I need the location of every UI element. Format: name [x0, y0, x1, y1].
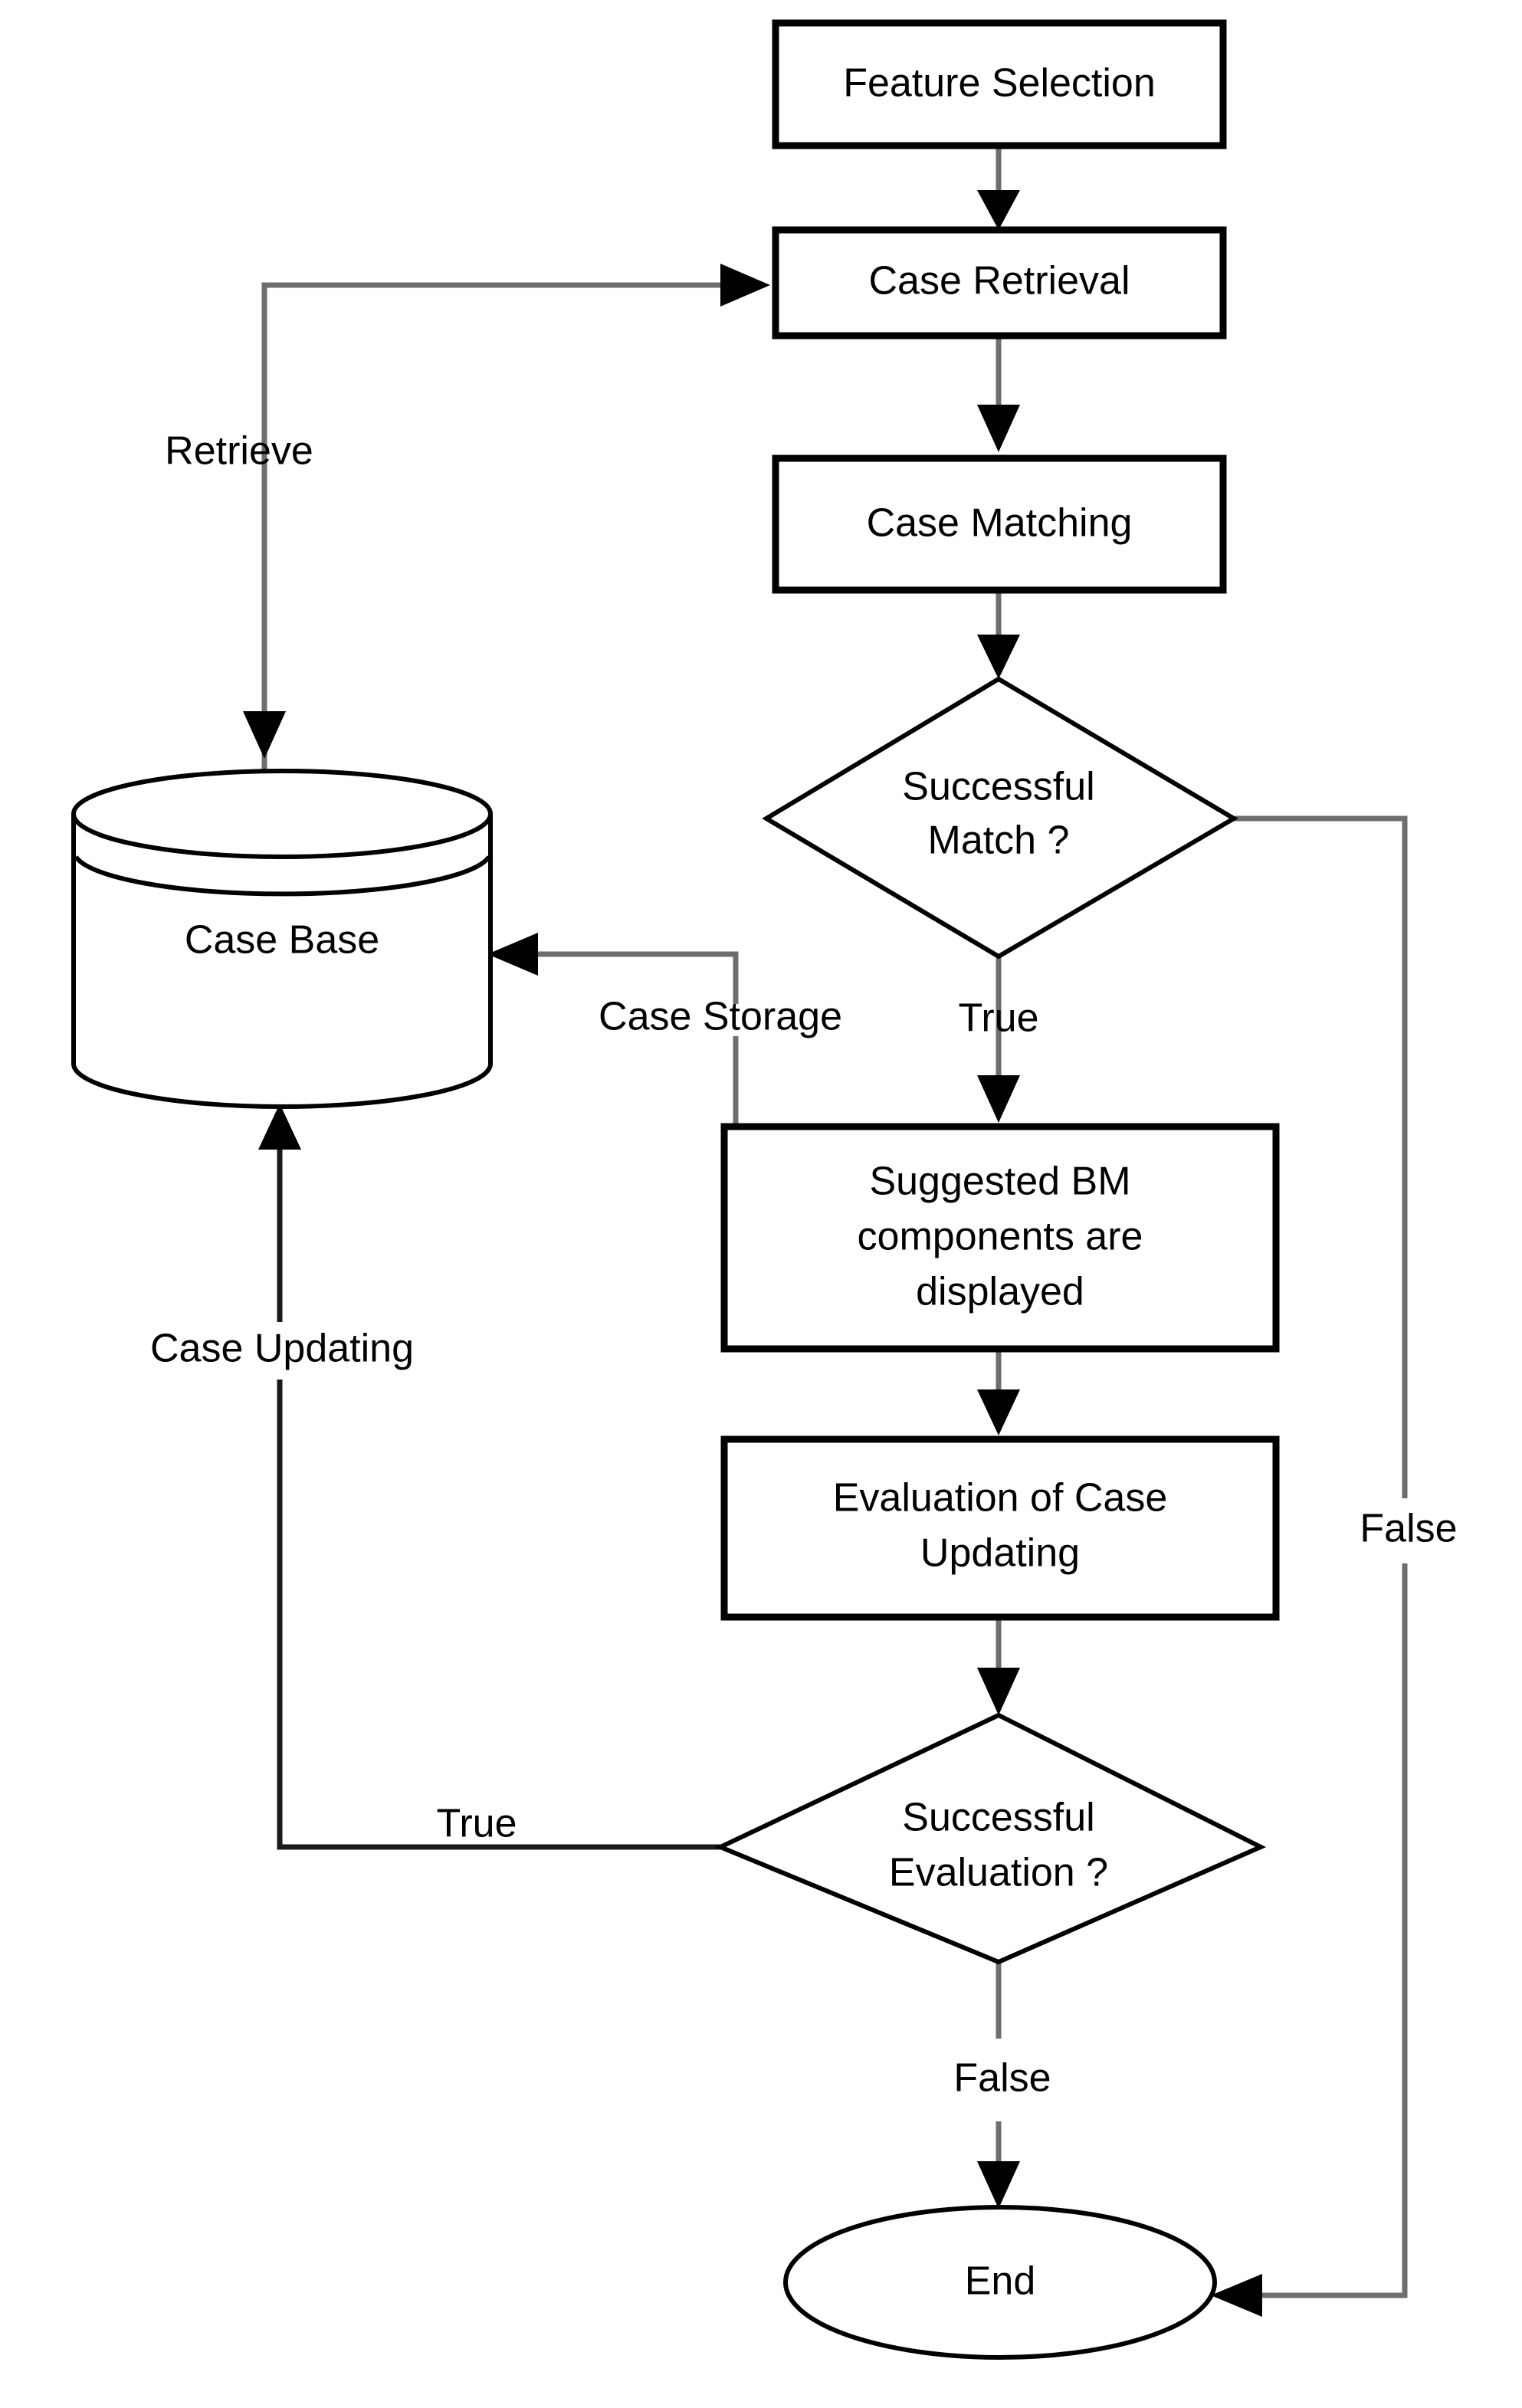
edge-retrieve-arrow-into-case-base [243, 285, 286, 759]
edge-retrieve-case-base-to-case-retrieval [261, 264, 770, 774]
node-feature-selection[interactable]: Feature Selection [772, 19, 1227, 149]
suggested-bm-label-line3: displayed [916, 1270, 1084, 1314]
evaluation-label-line1: Evaluation of Case [833, 1476, 1168, 1521]
successful-match-label-line2: Match ? [928, 819, 1070, 863]
edge-evaluation-to-successful-evaluation [977, 1617, 1020, 1715]
node-evaluation-of-case-updating[interactable]: Evaluation of Case Updating [720, 1435, 1280, 1621]
suggested-bm-label-line1: Suggested BM [869, 1160, 1130, 1204]
evaluation-label-line2: Updating [920, 1531, 1080, 1576]
edge-evaluation-false-to-end [977, 1962, 1020, 2209]
node-case-matching[interactable]: Case Matching [772, 454, 1227, 594]
edge-label-match-false: False [1360, 1507, 1457, 1551]
edge-match-true-to-suggested-bm [977, 956, 1020, 1123]
edge-label-evaluation-false: False [953, 2056, 1051, 2101]
successful-evaluation-label-line2: Evaluation ? [889, 1851, 1108, 1895]
edge-case-storage-to-case-base [487, 933, 739, 1134]
edge-label-match-true: True [959, 996, 1039, 1041]
edge-label-case-storage: Case Storage [599, 995, 842, 1039]
case-matching-label: Case Matching [867, 501, 1133, 546]
case-retrieval-label: Case Retrieval [868, 259, 1130, 303]
node-successful-evaluation[interactable]: Successful Evaluation ? [714, 1712, 1267, 1965]
suggested-bm-label-line2: components are [858, 1215, 1143, 1259]
node-end[interactable]: End [783, 2205, 1217, 2360]
edge-evaluation-true-to-case-base [258, 1104, 720, 1850]
edge-case-retrieval-to-case-matching [977, 336, 1020, 452]
successful-evaluation-label-line1: Successful [902, 1796, 1094, 1840]
edge-suggested-bm-to-evaluation [977, 1349, 1020, 1435]
node-case-base[interactable]: Case Base [71, 769, 493, 1109]
node-case-retrieval[interactable]: Case Retrieval [772, 226, 1227, 340]
node-successful-match[interactable]: Successful Match ? [762, 676, 1238, 960]
case-base-label: Case Base [185, 918, 379, 963]
edge-label-case-updating: Case Updating [150, 1327, 414, 1371]
successful-match-label-line1: Successful [902, 765, 1094, 809]
edge-match-false-to-end [1211, 815, 1408, 2317]
edge-case-matching-to-successful-match [977, 590, 1020, 679]
edge-label-evaluation-true: True [437, 1802, 517, 1846]
feature-selection-label: Feature Selection [843, 61, 1156, 106]
edge-label-retrieve: Retrieve [165, 429, 313, 474]
edge-feature-selection-to-case-retrieval [977, 146, 1020, 230]
node-suggested-bm-components[interactable]: Suggested BM components are displayed [720, 1123, 1280, 1353]
end-label: End [965, 2259, 1036, 2304]
